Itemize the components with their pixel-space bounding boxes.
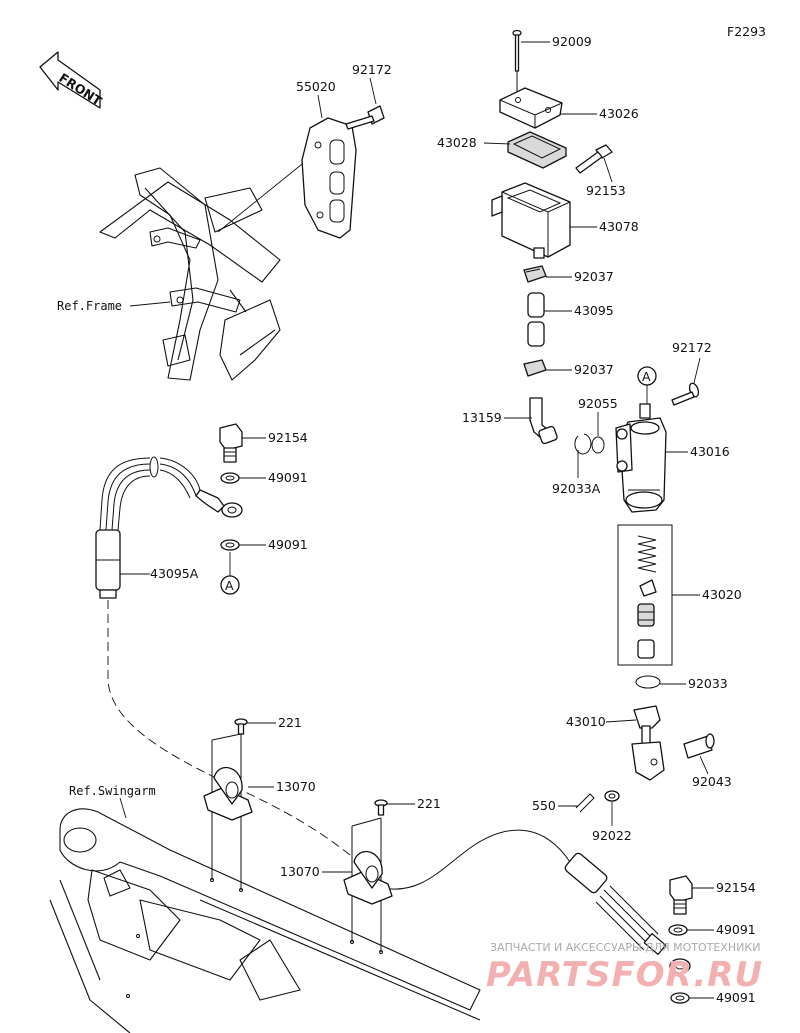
label-43026: 43026	[599, 106, 639, 121]
label-92022: 92022	[592, 828, 632, 843]
label-221-lower: 221	[417, 796, 441, 811]
watermark-brand: PARTSFOR.RU	[486, 955, 763, 995]
label-92154-upper: 92154	[268, 430, 308, 445]
label-92172-right: 92172	[672, 340, 712, 355]
hose-lower-end	[564, 852, 691, 974]
label-43020: 43020	[702, 587, 742, 602]
screw-92172-upper	[345, 105, 385, 130]
label-43095A: 43095A	[150, 566, 199, 581]
svg-text:A: A	[642, 369, 651, 384]
elbow-fitting-13159	[529, 397, 558, 445]
label-92172-upper: 92172	[352, 62, 392, 77]
label-92055: 92055	[578, 396, 618, 411]
label-43078: 43078	[599, 219, 639, 234]
reservoir-43078	[491, 182, 571, 259]
hose-banjo-end-upper	[195, 489, 243, 518]
heat-guard-55020	[301, 117, 357, 239]
label-49091-d: 49091	[716, 990, 756, 1005]
banjo-bolt-92154-lower	[669, 875, 693, 915]
label-43010: 43010	[566, 714, 606, 729]
ref-swingarm-label: Ref.Swingarm	[69, 784, 156, 798]
o-ring-92055	[591, 436, 605, 454]
washer-49091-d	[670, 992, 690, 1004]
swingarm-section	[49, 808, 481, 1033]
callout-a-left: A	[220, 552, 240, 595]
hose-clamp-13070-upper	[203, 733, 253, 892]
label-92033A: 92033A	[552, 481, 601, 496]
watermark-logo: ЗАПЧАСТИ И АКСЕССУАРЫ ДЛЯ МОТОТЕХНИКИ PA…	[486, 941, 763, 995]
label-221-upper: 221	[278, 715, 302, 730]
screw-92009	[512, 29, 522, 94]
label-13159: 13159	[462, 410, 502, 425]
front-arrow-icon: FRONT	[39, 51, 105, 109]
piston-kit-43020	[637, 535, 657, 659]
label-49091-c: 49091	[716, 922, 756, 937]
label-92033: 92033	[688, 676, 728, 691]
pin-92043	[683, 733, 715, 759]
diaphragm-43028	[507, 131, 567, 169]
reservoir-hose-43095	[527, 292, 545, 347]
label-43095: 43095	[574, 303, 614, 318]
label-92154-lower: 92154	[716, 880, 756, 895]
watermark-tagline: ЗАПЧАСТИ И АКСЕССУАРЫ ДЛЯ МОТОТЕХНИКИ	[490, 941, 760, 954]
screw-221-lower	[374, 799, 388, 816]
washer-49091-upper	[220, 472, 240, 484]
label-92037-lower: 92037	[574, 362, 614, 377]
figure-code: F2293	[727, 24, 766, 39]
ref-frame-label: Ref.Frame	[57, 299, 122, 313]
label-55020: 55020	[296, 79, 336, 94]
circlip-92033A	[574, 433, 592, 455]
banjo-bolt-92154-upper	[219, 423, 243, 463]
push-rod-43010	[631, 705, 665, 781]
washer-49091-c	[668, 924, 688, 936]
reservoir-cap-43026	[499, 87, 563, 129]
label-49091-upper: 49091	[268, 470, 308, 485]
circlip-92033	[635, 675, 661, 689]
label-92043: 92043	[692, 774, 732, 789]
brake-hose-43095A	[95, 456, 201, 599]
label-49091-lower: 49091	[268, 537, 308, 552]
svg-text:A: A	[225, 578, 234, 593]
clamp-92037-lower	[523, 359, 547, 377]
bolt-92153	[575, 144, 613, 174]
label-43016: 43016	[690, 444, 730, 459]
frame-section: Ref.Frame	[57, 155, 313, 381]
screw-92172-right	[671, 382, 700, 406]
label-13070-lower: 13070	[280, 864, 320, 879]
washer-92022	[604, 790, 620, 802]
master-cylinder-43016	[615, 403, 667, 513]
washer-49091-lower	[220, 539, 240, 551]
hose-route-solid	[381, 829, 571, 890]
label-92153: 92153	[586, 183, 626, 198]
label-92037-upper: 92037	[574, 269, 614, 284]
screw-221-upper	[234, 718, 248, 735]
label-13070-upper: 13070	[276, 779, 316, 794]
hose-route-path	[107, 600, 351, 856]
label-550: 550	[532, 798, 556, 813]
clamp-92037-upper	[523, 265, 547, 283]
cotter-pin-550	[575, 793, 595, 813]
hose-clamp-13070-lower	[343, 817, 393, 954]
label-43028: 43028	[437, 135, 477, 150]
label-92009: 92009	[552, 34, 592, 49]
callout-a-right: A	[637, 366, 657, 404]
